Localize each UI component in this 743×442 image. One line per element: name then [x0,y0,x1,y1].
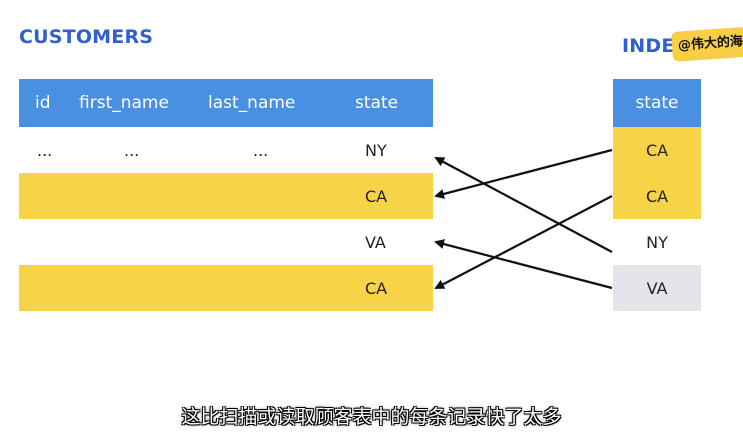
pointer-arrow [434,157,613,253]
cell-state: NY [365,141,387,160]
column-header-last-name: last_name [208,93,296,113]
cell-state: CA [365,187,388,206]
index-column-header-state: state [635,93,679,113]
customers-table-header: id first_name last_name state [19,79,433,127]
pointer-arrow [434,239,613,290]
index-cell-state: NY [646,233,668,252]
index-cell-state: CA [645,187,669,206]
index-table-row: CA [613,127,701,173]
customers-table-title: CUSTOMERS [19,26,154,48]
customers-table-row: CA [19,173,433,219]
video-subtitle: 这比扫描或读取顾客表中的每条记录快了太多 [181,406,562,428]
customers-table-row: CA [19,265,433,311]
index-table-row: VA [613,265,701,311]
pointer-arrow [434,148,613,199]
cell-last-name: ... [253,141,269,160]
cell-id: ... [37,141,53,160]
cell-state: VA [365,233,386,252]
customers-table-row: VA [19,219,433,265]
column-header-state: state [355,93,399,113]
pointer-arrow [434,195,613,289]
column-header-id: id [35,93,51,113]
column-header-first-name: first_name [79,93,169,113]
cell-first-name: ... [124,141,140,160]
index-cell-state: VA [646,279,668,298]
index-table-header: state [613,79,701,127]
index-cell-state: CA [645,141,669,160]
index-table-row: NY [613,219,701,265]
cell-state: CA [365,279,388,298]
customers-table-row: ... ... ... NY [19,127,433,173]
index-table-row: CA [613,173,701,219]
